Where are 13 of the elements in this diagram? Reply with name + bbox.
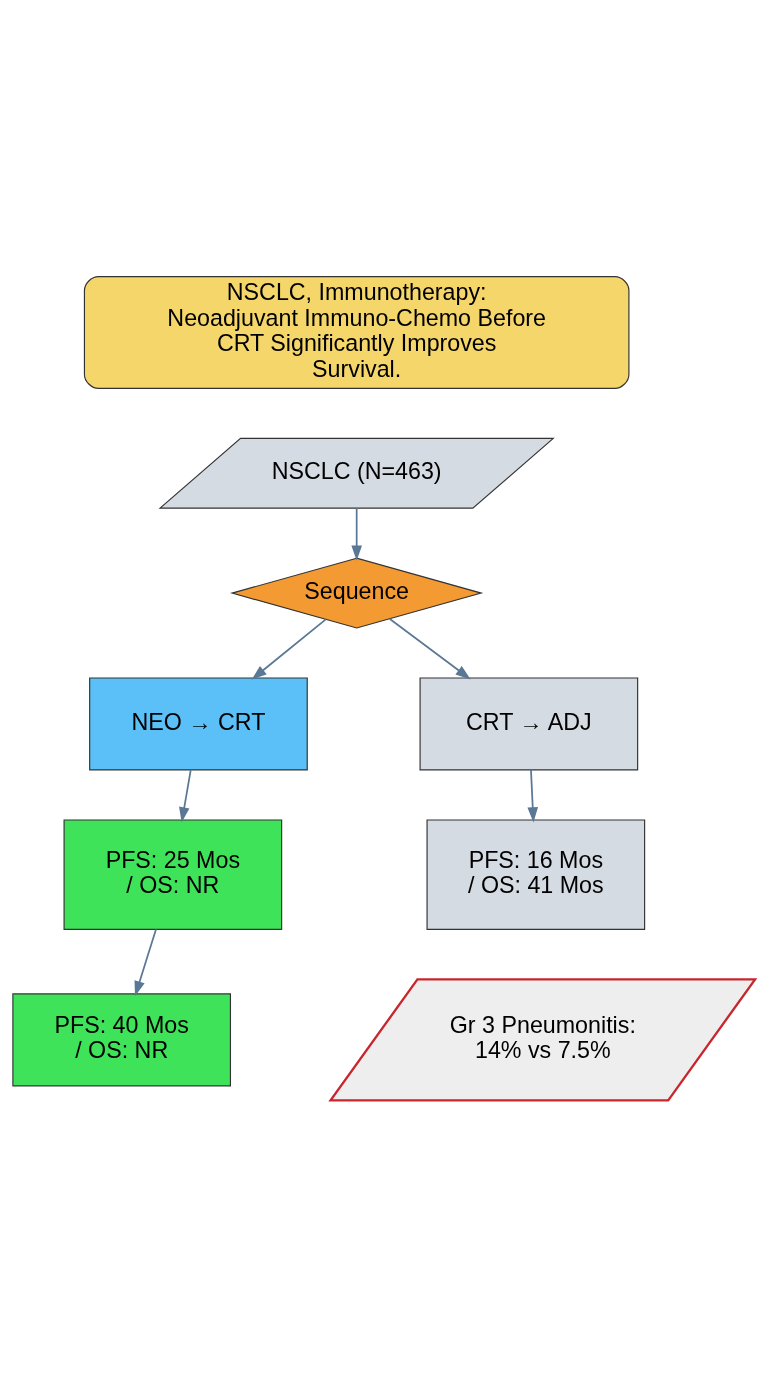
arrow xyxy=(251,618,327,680)
node-box: PFS: 25 Mos / OS: NR xyxy=(63,818,283,930)
node-box: PFS: 16 Mos / OS: 41 Mos xyxy=(426,818,646,930)
arrow xyxy=(179,768,192,822)
arrow xyxy=(134,928,157,996)
arrow xyxy=(527,768,539,822)
node-box: NSCLC, Immunotherapy: Neoadjuvant Immuno-Chemo Before CRT Significantly Improves Survival. xyxy=(83,275,630,389)
node-box: NEO → CRT xyxy=(89,676,308,771)
arrow xyxy=(389,617,471,679)
node-box: PFS: 40 Mos / OS: NR xyxy=(12,992,232,1086)
node-diamond: Sequence xyxy=(230,557,484,629)
arrow xyxy=(351,507,362,561)
node-box: CRT → ADJ xyxy=(419,676,639,771)
